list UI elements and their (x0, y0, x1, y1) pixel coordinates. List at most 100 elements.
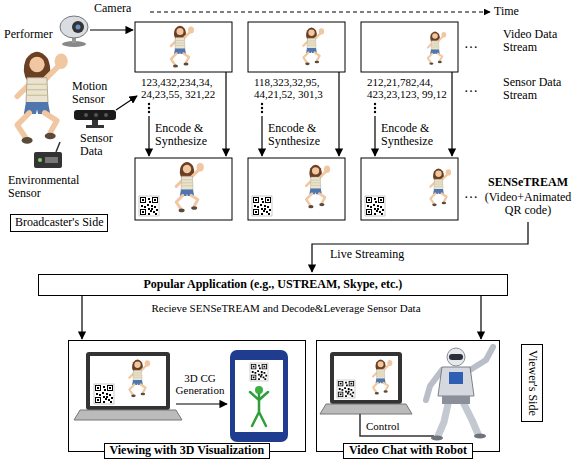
encode-arrow (225, 72, 226, 156)
flow-arrow (480, 296, 481, 339)
video-frame (361, 22, 458, 72)
performer-figure (303, 28, 324, 66)
laptop-display (334, 356, 398, 400)
process-label: Encode & Synthesize (381, 122, 445, 148)
performer-figure (373, 359, 392, 394)
senstream-frame (135, 158, 232, 220)
stream-label: Video Data Stream (503, 28, 575, 54)
senstream-frame (361, 158, 458, 220)
encode-arrow (338, 72, 339, 156)
robot-figure (426, 347, 493, 441)
device-label: Motion Sensor (72, 80, 134, 106)
arrow-label: 3D CG Generation (172, 372, 228, 396)
avatar-body (250, 392, 268, 426)
robot-visor (449, 354, 463, 360)
dot (148, 111, 150, 113)
encode-arrow (374, 116, 375, 156)
sensor-values: 118,323,32,95, 44,21,52, 301,3 (254, 76, 330, 100)
performer-figure (430, 169, 451, 207)
dot (148, 107, 150, 109)
control-cable (360, 414, 434, 436)
device-label: Camera (94, 2, 131, 15)
webcam-icon (60, 16, 88, 47)
flow-arrow (81, 296, 82, 339)
axis-label: Time (494, 5, 519, 18)
viewer-panel: Video Chat with Robot (316, 340, 500, 452)
robot-leg (438, 404, 448, 436)
performer-figure (306, 165, 330, 208)
sensor-bar (74, 110, 116, 120)
camera-arrow (90, 29, 133, 30)
performer-figure (17, 52, 68, 144)
sensor-display (45, 157, 58, 163)
phone-body (230, 350, 288, 442)
dot (374, 103, 376, 105)
continuation-dots (148, 103, 376, 113)
stream-description: (Video+Animated QR code) (480, 191, 576, 217)
phone-screen (235, 360, 283, 432)
laptop-icon (74, 352, 182, 420)
sensor-box (34, 152, 62, 168)
dot (374, 107, 376, 109)
dot (148, 103, 150, 105)
webcam-lens (72, 21, 84, 33)
stream-name: SENSeTREAM (480, 176, 576, 189)
data-label: Sensor Data (80, 132, 120, 158)
smartphone-icon (230, 350, 288, 442)
ellipsis: … (464, 80, 478, 95)
video-frame (248, 22, 345, 72)
live-streaming-arrow (312, 222, 528, 272)
robot-chest (449, 372, 463, 384)
performer-figure (129, 360, 150, 398)
video-frames (135, 22, 458, 72)
senstream-frame (248, 158, 345, 220)
qr-code (250, 363, 268, 381)
sensor-base (86, 125, 104, 128)
motion-sensor-icon (74, 110, 116, 128)
device-label: Environmental Sensor (8, 174, 94, 200)
robot-foot (474, 434, 486, 439)
process-label: Encode & Synthesize (268, 122, 332, 148)
sensor-arrow (116, 96, 137, 110)
laptop-screen (330, 352, 402, 404)
webcam-body (60, 16, 88, 38)
performer-figure (428, 31, 446, 64)
robot-leg (464, 404, 478, 434)
sensor-lens (84, 113, 88, 117)
cable-label: Control (366, 420, 400, 432)
sensor-values: 212,21,782,44, 423,23,123, 99,12 (367, 76, 451, 100)
dot (374, 111, 376, 113)
viewer-panel: Viewing with 3D Visualization (68, 340, 306, 452)
video-frame (135, 22, 232, 72)
laptop-icon (320, 352, 412, 414)
senstream-frames (135, 158, 458, 220)
qr-code (252, 196, 272, 216)
box-label: Viewer's Side (525, 350, 539, 416)
person-label: Performer (4, 28, 53, 41)
stream-label: Sensor Data Stream (503, 76, 575, 102)
laptop-base (320, 404, 412, 414)
robot-head (447, 348, 465, 366)
environmental-sensor-icon (34, 142, 62, 168)
laptop-display (90, 356, 166, 406)
generation-arrow (176, 403, 227, 404)
ellipsis: … (464, 36, 478, 51)
time-arrow (150, 12, 490, 13)
robot-hip (442, 396, 470, 404)
box-label: Popular Application (e.g., USTREAM, Skyp… (144, 278, 403, 292)
dot (261, 111, 263, 113)
dot (261, 103, 263, 105)
status-light (38, 158, 42, 162)
sensor-lens (94, 113, 98, 117)
qr-code (139, 196, 159, 216)
antenna (56, 142, 60, 152)
sensor-lens (104, 113, 108, 117)
process-note: Recieve SENSeTREAM and Decode&Leverage S… (96, 302, 476, 314)
robot-torso (438, 367, 474, 396)
performer-figure (176, 162, 204, 212)
sensor-stand (92, 120, 98, 125)
encode-arrow (261, 116, 262, 156)
process-label: Encode & Synthesize (155, 122, 219, 148)
performer-figure (171, 26, 194, 68)
